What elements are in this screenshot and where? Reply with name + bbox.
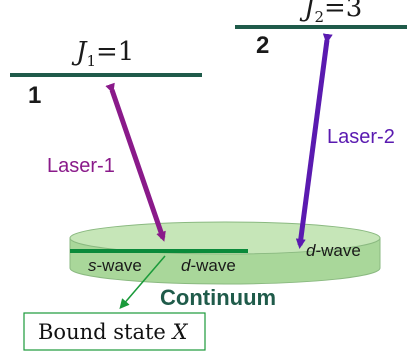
level-2-j-label: J2=3 bbox=[299, 0, 362, 26]
laser-1-label: Laser-1 bbox=[47, 155, 115, 177]
laser-2-arrow bbox=[295, 33, 333, 249]
bound-state-box bbox=[23, 312, 206, 351]
level-2-number: 2 bbox=[256, 32, 269, 59]
bound-state-arrow bbox=[119, 255, 166, 310]
continuum-label: Continuum bbox=[160, 285, 276, 310]
level-1-j-label: J1=1 bbox=[71, 37, 134, 70]
d-wave-label-left: d-wave bbox=[181, 256, 236, 275]
d-wave-label-right: d-wave bbox=[306, 241, 361, 260]
laser-2-label: Laser-2 bbox=[327, 126, 395, 148]
level-1-number: 1 bbox=[28, 82, 41, 109]
s-wave-label: s-wave bbox=[88, 256, 142, 275]
bound-state-label: Bound state X bbox=[38, 320, 189, 344]
laser-1-arrow bbox=[105, 82, 166, 242]
